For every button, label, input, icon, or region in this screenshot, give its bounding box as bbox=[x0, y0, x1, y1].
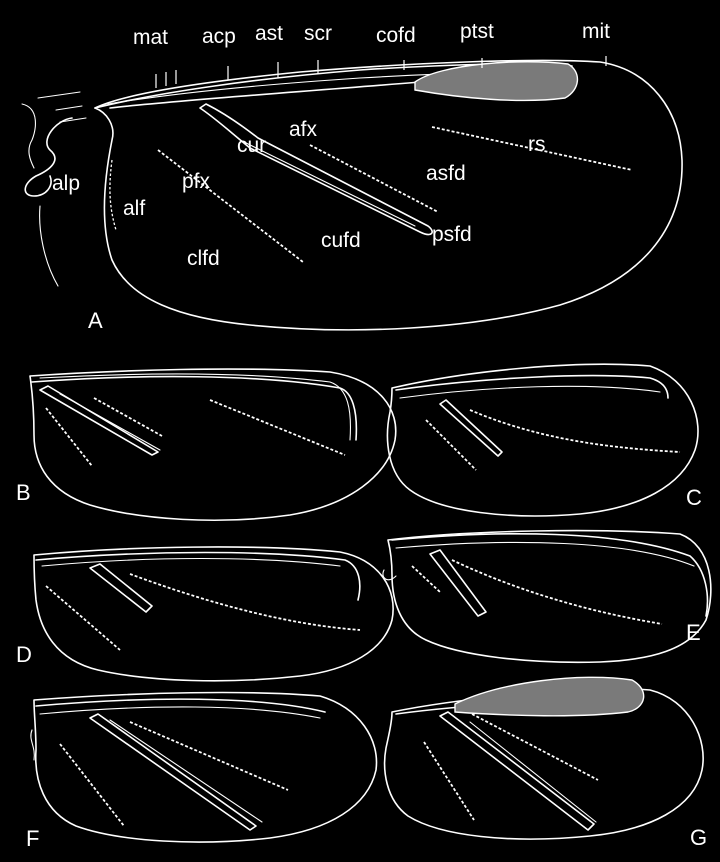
label-rs: rs bbox=[528, 133, 546, 156]
panel-label-d: D bbox=[16, 642, 32, 667]
label-mat: mat bbox=[133, 26, 168, 49]
panel-label-f: F bbox=[26, 826, 39, 851]
label-mit: mit bbox=[582, 20, 610, 43]
label-acp: acp bbox=[202, 25, 236, 48]
label-pfx: pfx bbox=[182, 170, 211, 193]
panel-label-b: B bbox=[16, 480, 31, 505]
label-ptst: ptst bbox=[460, 20, 494, 43]
label-asfd: asfd bbox=[426, 162, 466, 185]
label-alp: alp bbox=[52, 172, 80, 195]
panel-label-a: A bbox=[88, 308, 103, 333]
label-cufd: cufd bbox=[321, 229, 361, 252]
label-cur: cur bbox=[237, 134, 266, 157]
label-cofd: cofd bbox=[376, 24, 416, 47]
label-scr: scr bbox=[304, 22, 332, 45]
label-alf: alf bbox=[123, 197, 145, 220]
panel-label-c: C bbox=[686, 485, 702, 510]
label-afx: afx bbox=[289, 118, 318, 141]
panel-label-g: G bbox=[690, 825, 707, 850]
label-clfd: clfd bbox=[187, 247, 220, 270]
label-ast: ast bbox=[255, 22, 283, 45]
label-psfd: psfd bbox=[432, 223, 472, 246]
panel-label-e: E bbox=[686, 620, 701, 645]
